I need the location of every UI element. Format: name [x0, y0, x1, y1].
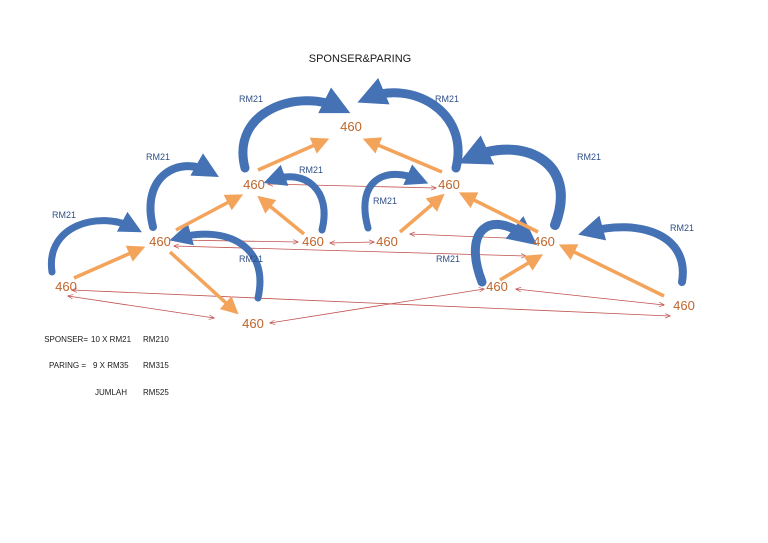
commission-label: RM21 [239, 94, 263, 104]
member-node: 460 [533, 234, 555, 249]
commission-label: RM21 [239, 254, 263, 264]
sponsor-arrow [499, 254, 544, 282]
sponsor-arrow [558, 244, 665, 298]
paring-label: PARING = [49, 361, 86, 370]
sponsor-arrow [73, 245, 146, 280]
member-node: 460 [673, 298, 695, 313]
commission-arc [146, 153, 219, 231]
sponsor-arrow [257, 137, 330, 172]
commission-label: RM21 [299, 165, 323, 175]
commission-arc [470, 215, 538, 287]
member-node: 460 [242, 316, 264, 331]
sponsor-arrow [458, 192, 539, 234]
commission-label: RM21 [436, 254, 460, 264]
diagram-title: SPONSER&PARING [309, 53, 412, 65]
pairing-line [174, 246, 526, 256]
commission-arc [263, 164, 328, 234]
paring-total: RM315 [143, 361, 169, 370]
member-node: 460 [438, 177, 460, 192]
pairing-lines [68, 184, 670, 323]
commission-arc [238, 87, 351, 173]
commission-labels: RM21 RM21 RM21 RM21 RM21 RM21 RM21 RM21 … [52, 94, 694, 264]
member-nodes: 460 460 460 460 460 460 460 460 460 460 … [55, 119, 695, 331]
jumlah-label: JUMLAH [95, 388, 127, 397]
member-node: 460 [340, 119, 362, 134]
commission-label: RM21 [52, 210, 76, 220]
commission-arc [47, 211, 142, 276]
commission-label: RM21 [373, 196, 397, 206]
sponsor-arrows [73, 137, 665, 315]
sponsor-arrow [257, 195, 306, 236]
sponser-calc: 10 X RM21 [91, 335, 132, 344]
sponsor-arrow [168, 250, 239, 315]
jumlah-total: RM525 [143, 388, 169, 397]
commission-arc [361, 164, 429, 232]
commission-arc [357, 77, 463, 173]
pairing-line [516, 289, 664, 305]
pairing-line [330, 242, 374, 243]
commission-arc [578, 215, 687, 286]
member-node: 460 [376, 234, 398, 249]
sponsor-arrow [175, 194, 244, 232]
sponser-total: RM210 [143, 335, 169, 344]
pairing-line [68, 296, 214, 318]
member-node: 460 [243, 177, 265, 192]
commission-label: RM21 [435, 94, 459, 104]
pairing-line [72, 290, 670, 316]
member-node: 460 [486, 279, 508, 294]
summary-block: SPONSER= 10 X RM21 RM210 PARING = 9 X RM… [44, 335, 169, 397]
commission-arc [169, 223, 264, 302]
member-node: 460 [149, 234, 171, 249]
commission-label: RM21 [577, 152, 601, 162]
commission-arc [458, 135, 566, 230]
commission-label: RM21 [146, 152, 170, 162]
pairing-line [270, 289, 484, 323]
member-node: 460 [55, 279, 77, 294]
member-node: 460 [302, 234, 324, 249]
sponser-label: SPONSER= [44, 335, 88, 344]
pairing-line [268, 184, 436, 188]
pairing-line [410, 234, 530, 239]
sponsor-arrow [362, 137, 443, 174]
paring-calc: 9 X RM35 [93, 361, 129, 370]
commission-label: RM21 [670, 223, 694, 233]
commission-arcs [47, 77, 687, 302]
sponsor-arrow [398, 193, 445, 234]
